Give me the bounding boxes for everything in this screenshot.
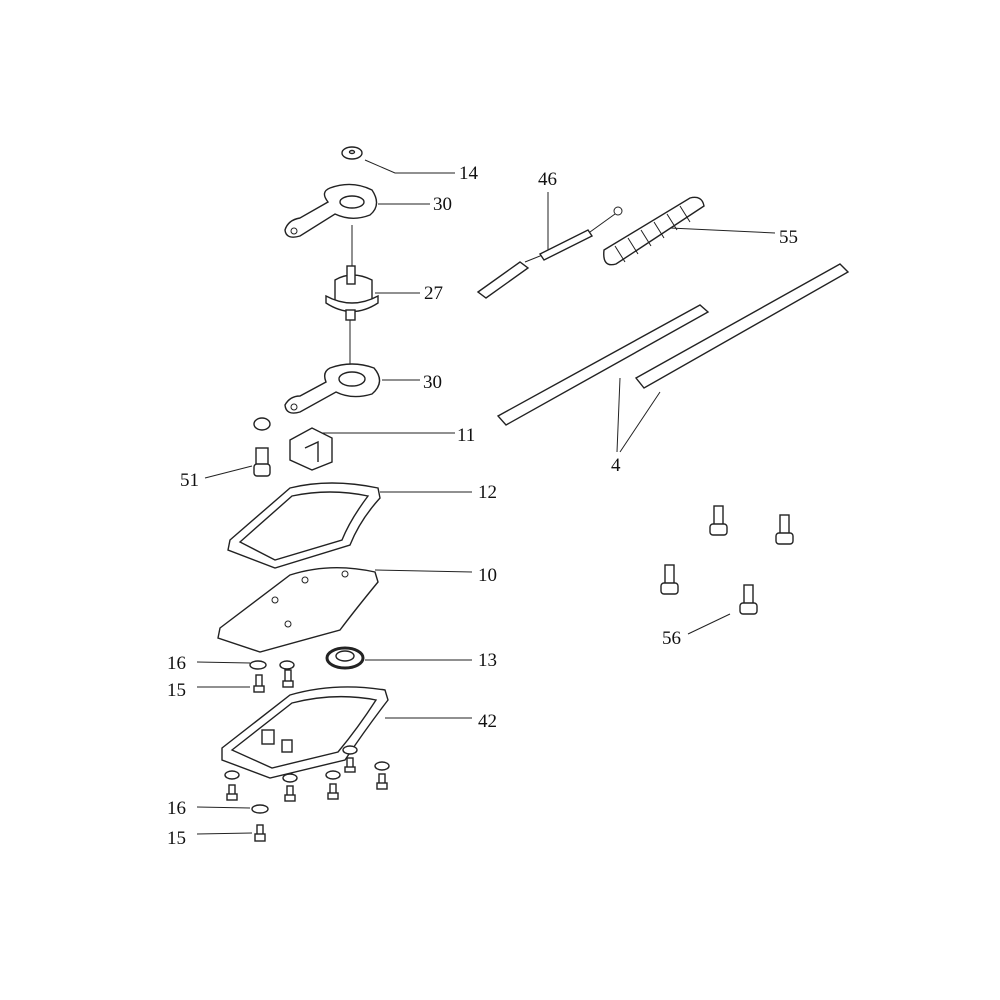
callout-15-upper: 15 xyxy=(167,680,186,701)
part-30-lever-lower xyxy=(284,363,381,414)
callout-42: 42 xyxy=(478,711,497,732)
fasteners-washers-screws xyxy=(224,660,390,842)
callout-13: 13 xyxy=(478,650,497,671)
leader-lines xyxy=(196,159,776,835)
part-10-plate xyxy=(217,566,379,653)
callout-4: 4 xyxy=(611,455,621,476)
part-13-seal xyxy=(325,646,365,670)
callout-11: 11 xyxy=(457,425,476,446)
part-12-gasket xyxy=(227,482,381,569)
part-51-fitting xyxy=(253,417,271,477)
callout-10: 10 xyxy=(478,565,497,586)
callout-55: 55 xyxy=(779,227,798,248)
part-55-spring xyxy=(603,196,705,266)
part-56-bolts xyxy=(660,505,794,615)
callout-16-upper: 16 xyxy=(167,653,186,674)
callout-30-upper: 30 xyxy=(433,194,452,215)
part-42-cover xyxy=(221,686,389,779)
part-14-washer xyxy=(341,146,363,160)
callout-27: 27 xyxy=(424,283,443,304)
callout-51: 51 xyxy=(180,470,199,491)
part-46-cable xyxy=(476,206,623,299)
callout-15-lower: 15 xyxy=(167,828,186,849)
callout-30-lower: 30 xyxy=(423,372,442,393)
callout-16-lower: 16 xyxy=(167,798,186,819)
part-11-block xyxy=(289,427,333,471)
part-27-gear xyxy=(325,265,379,321)
callout-46: 46 xyxy=(538,169,557,190)
callout-14: 14 xyxy=(459,163,478,184)
callout-56: 56 xyxy=(662,628,681,649)
part-30-lever-upper xyxy=(284,183,378,238)
callout-12: 12 xyxy=(478,482,497,503)
part-4-strips xyxy=(496,263,850,426)
